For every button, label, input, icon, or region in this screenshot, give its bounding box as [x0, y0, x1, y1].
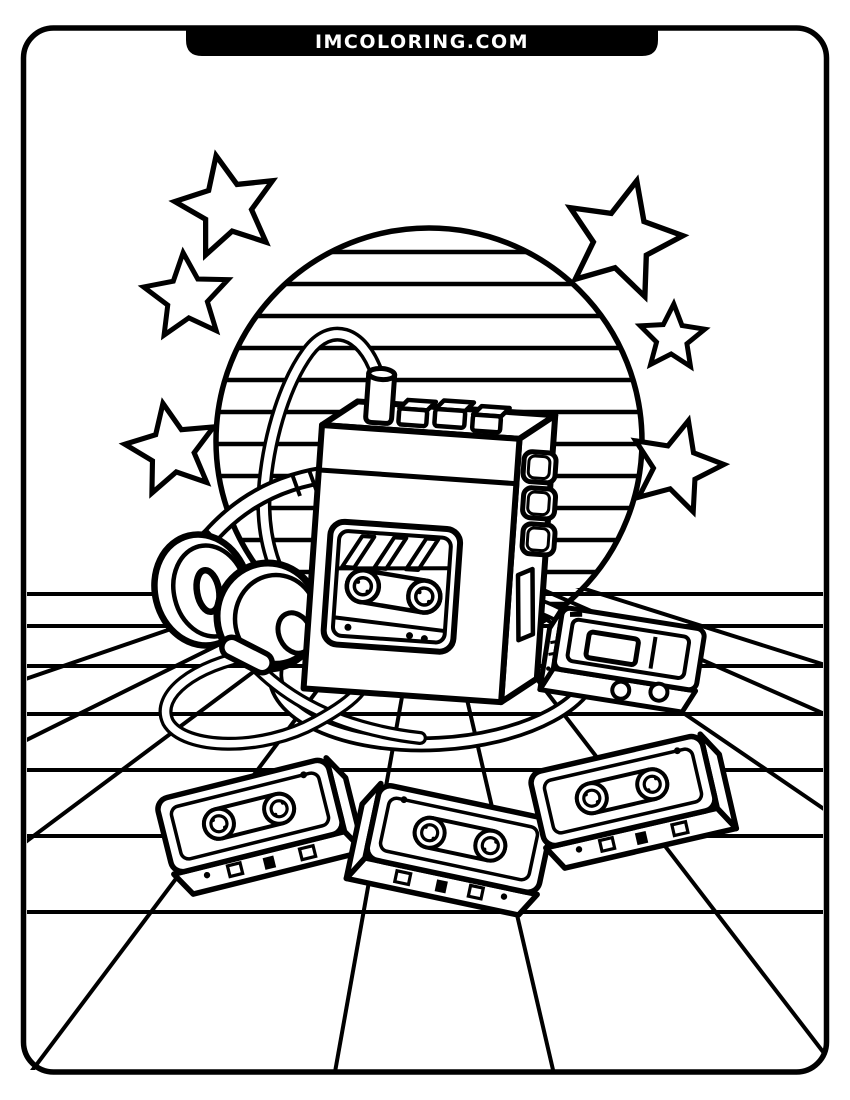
cassette-tape [346, 781, 553, 918]
cassette-window [320, 518, 464, 655]
side-slot [515, 566, 536, 643]
cassette-tape [529, 731, 737, 871]
walkman-illustration [300, 365, 559, 706]
star-icon [119, 395, 224, 497]
cable-connector [219, 634, 275, 676]
cassette-tape-back [537, 604, 707, 715]
jack-plug [363, 365, 398, 426]
star-icon [167, 145, 284, 259]
star-icon [141, 249, 232, 337]
cassette-tape [155, 754, 364, 897]
header-pill [186, 28, 658, 56]
page-border [20, 25, 830, 1075]
star-icon [554, 167, 693, 302]
headphones-illustration [151, 527, 323, 676]
header: IMCOLORING.COM [186, 28, 658, 56]
walkman-top-buttons [396, 397, 512, 435]
walkman-side-buttons [519, 449, 559, 558]
star-icon [638, 302, 706, 367]
site-title: IMCOLORING.COM [315, 31, 529, 53]
